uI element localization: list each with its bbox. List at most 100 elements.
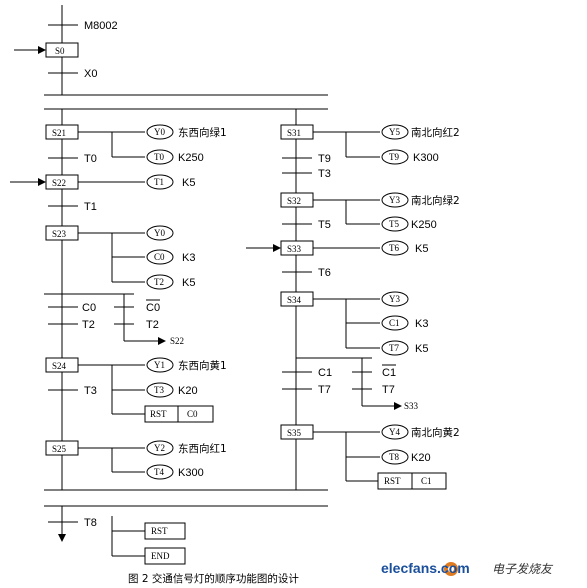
rst-end-box <box>144 522 186 540</box>
svg-text:elecfans.com: elecfans.com <box>381 560 470 576</box>
svg-text:T3: T3 <box>154 385 164 395</box>
label-ew-yellow1: 东西向黄1 <box>178 359 227 372</box>
svg-text:C1: C1 <box>389 318 400 328</box>
svg-text:T8: T8 <box>389 452 399 462</box>
coil-t1 <box>146 174 174 190</box>
svg-text:T9: T9 <box>318 153 331 165</box>
svg-text:T2: T2 <box>154 277 164 287</box>
end-box <box>144 547 186 565</box>
svg-text:C0: C0 <box>187 409 198 419</box>
label-ns-red2: 南北向红2 <box>411 126 460 139</box>
svg-text:T7: T7 <box>318 384 331 396</box>
svg-text:T3: T3 <box>84 385 97 397</box>
svg-text:Y4: Y4 <box>389 427 400 437</box>
end-section: T8 RST END <box>48 506 186 565</box>
svg-text:C0: C0 <box>82 302 96 314</box>
svg-text:T6: T6 <box>389 243 399 253</box>
coil-t7 <box>381 340 409 356</box>
svg-text:Y2: Y2 <box>154 443 165 453</box>
coil-y5 <box>381 124 409 140</box>
svg-text:T0: T0 <box>154 152 164 162</box>
coil-c1 <box>381 315 409 331</box>
step-s35-label: S35 <box>287 428 302 438</box>
svg-text:Y1: Y1 <box>154 360 165 370</box>
svg-text:T1: T1 <box>84 201 97 213</box>
svg-text:Y0: Y0 <box>154 228 165 238</box>
step-s32-label: S32 <box>287 196 301 206</box>
svg-text:K300: K300 <box>178 467 204 479</box>
svg-text:C1: C1 <box>421 476 432 486</box>
jump-s33: S33 <box>404 401 419 411</box>
label-ew-green1: 东西向绿1 <box>178 126 227 139</box>
m8002-label: M8002 <box>84 20 118 32</box>
svg-text:K250: K250 <box>178 152 204 164</box>
coil-t2 <box>146 274 174 290</box>
svg-text:RST: RST <box>151 526 168 536</box>
rst-c0-box <box>144 405 214 423</box>
svg-text:C1: C1 <box>318 367 332 379</box>
svg-text:T0: T0 <box>84 153 97 165</box>
coil-c0 <box>146 249 174 265</box>
svg-text:电子发烧友: 电子发烧友 <box>492 562 554 576</box>
svg-text:C0: C0 <box>154 252 165 262</box>
svg-text:T5: T5 <box>389 219 399 229</box>
label-ns-yellow2: 南北向黄2 <box>411 426 460 439</box>
figure-caption: 图 2 交通信号灯的顺序功能图的设计 <box>128 572 299 585</box>
svg-text:RST: RST <box>150 409 167 419</box>
svg-text:K300: K300 <box>413 152 439 164</box>
init-section: M8002 S0 X0 <box>14 5 118 95</box>
svg-text:T3: T3 <box>318 168 331 180</box>
svg-text:Y0: Y0 <box>154 127 165 137</box>
label-ns-green2: 南北向绿2 <box>411 194 460 207</box>
svg-text:K5: K5 <box>182 177 195 189</box>
c1-not: C1 <box>382 367 396 379</box>
coil-y2 <box>146 440 174 456</box>
svg-text:RST: RST <box>384 476 401 486</box>
svg-text:K5: K5 <box>182 277 195 289</box>
svg-text:T2: T2 <box>146 319 159 331</box>
coil-y3-s34 <box>381 291 409 307</box>
right-branch: S31 Y5 南北向红2 T9 K300 T9 T3 S32 Y3 南北向绿2 … <box>246 109 460 490</box>
label-ew-red1: 东西向红1 <box>178 442 227 455</box>
coil-t8 <box>381 449 409 465</box>
step-s24-label: S24 <box>52 361 67 371</box>
svg-text:K20: K20 <box>178 385 198 397</box>
coil-t9 <box>381 149 409 165</box>
step-s23-label: S23 <box>52 229 67 239</box>
svg-text:K5: K5 <box>415 343 428 355</box>
watermark: elecfans.com 电子发烧友 <box>381 560 554 576</box>
step-s0-label: S0 <box>55 46 65 56</box>
x0-label: X0 <box>84 68 97 80</box>
step-s21-label: S21 <box>52 128 66 138</box>
svg-text:K5: K5 <box>415 243 428 255</box>
coil-t4 <box>146 464 174 480</box>
svg-text:T9: T9 <box>389 152 399 162</box>
svg-text:T4: T4 <box>154 467 164 477</box>
step-s25-label: S25 <box>52 444 67 454</box>
coil-y1 <box>146 357 174 373</box>
c0-not: C0 <box>146 302 160 314</box>
coil-t5 <box>381 216 409 232</box>
svg-text:K20: K20 <box>411 452 431 464</box>
svg-text:T7: T7 <box>382 384 395 396</box>
svg-text:K3: K3 <box>182 252 195 264</box>
step-s22-label: S22 <box>52 178 66 188</box>
svg-text:K250: K250 <box>411 219 437 231</box>
t8-label: T8 <box>84 517 97 529</box>
svg-text:Y5: Y5 <box>389 127 400 137</box>
step-s33-label: S33 <box>287 244 302 254</box>
step-s31-label: S31 <box>287 128 301 138</box>
coil-y0-s23 <box>146 225 174 241</box>
step-s34-label: S34 <box>287 295 302 305</box>
coil-t3 <box>146 382 174 398</box>
svg-text:T6: T6 <box>318 267 331 279</box>
coil-y4 <box>381 424 409 440</box>
svg-text:T7: T7 <box>389 343 399 353</box>
svg-text:Y3: Y3 <box>389 195 400 205</box>
svg-text:T1: T1 <box>154 177 164 187</box>
svg-text:T5: T5 <box>318 219 331 231</box>
svg-text:END: END <box>151 551 170 561</box>
left-branch: S21 Y0 东西向绿1 T0 K250 T0 S22 T1 K5 T1 S23… <box>10 109 227 490</box>
svg-text:Y3: Y3 <box>389 294 400 304</box>
